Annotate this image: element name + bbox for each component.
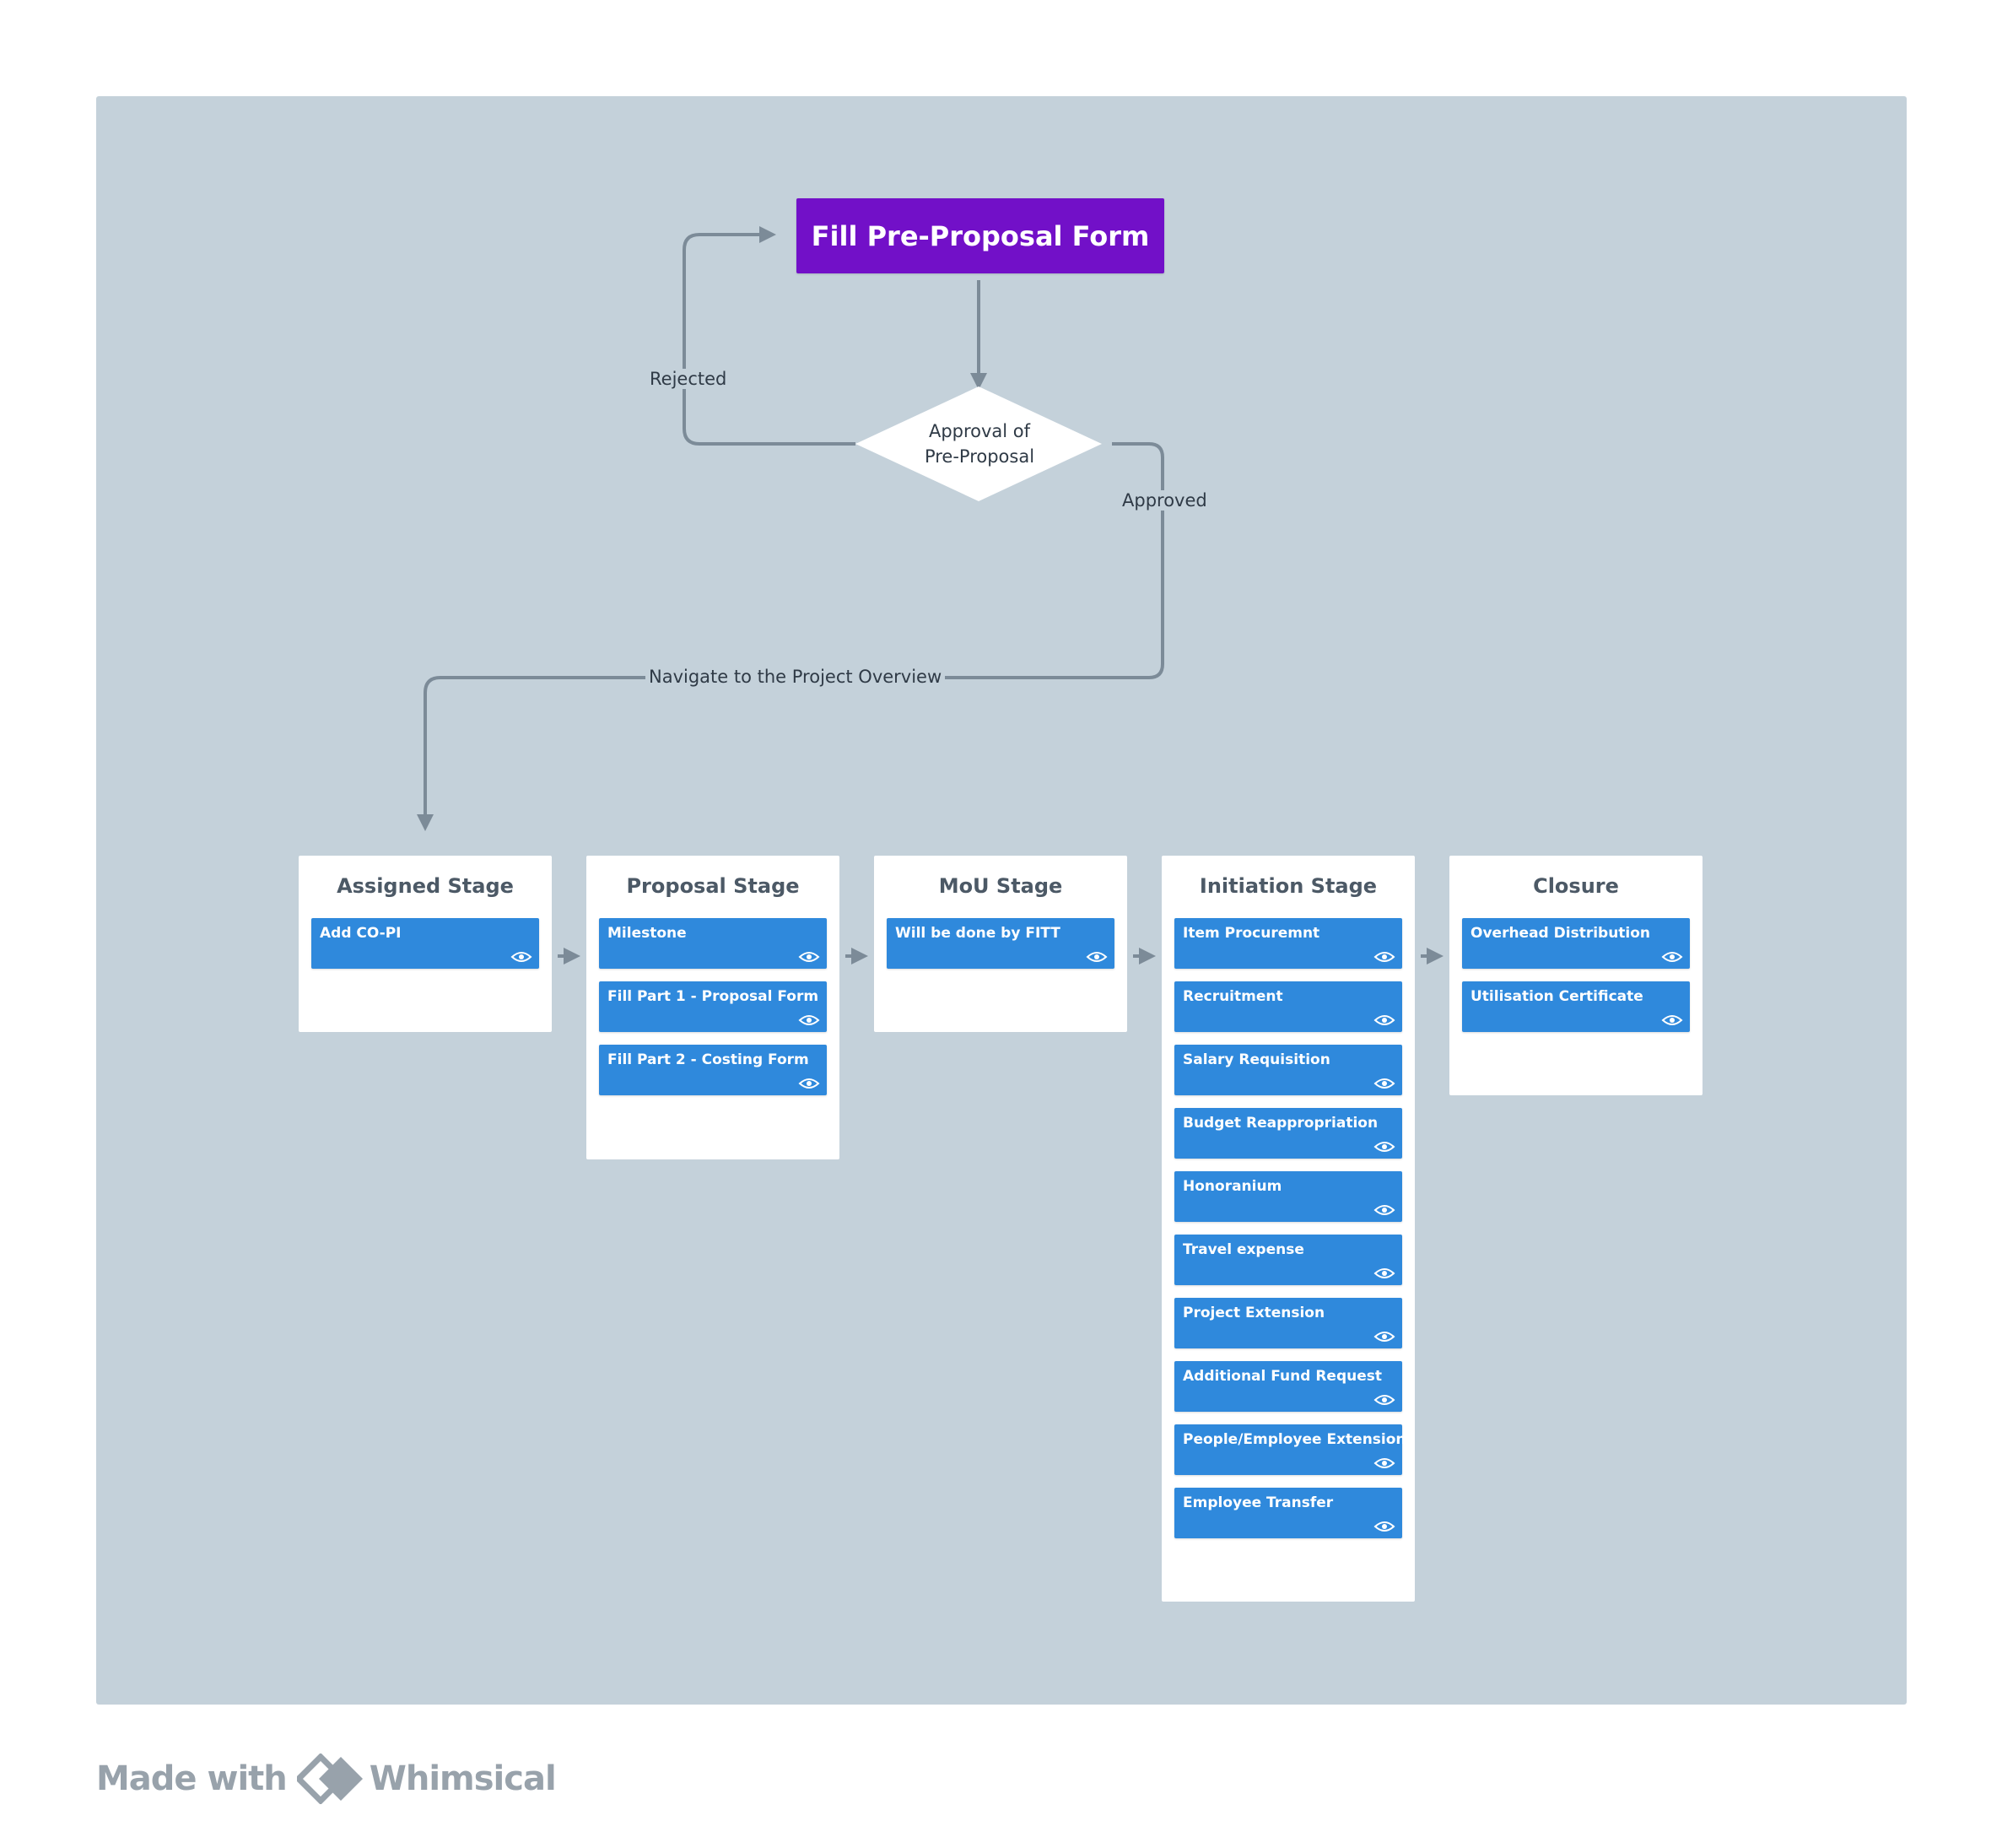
stage-title: Closure — [1533, 874, 1619, 898]
card-budget-reappropriation[interactable]: Budget Reappropriation — [1174, 1108, 1402, 1159]
decision-line-1: Approval of — [928, 421, 1031, 441]
start-node-label: Fill Pre-Proposal Form — [811, 219, 1150, 252]
card-label: Fill Part 2 - Costing Form — [607, 1051, 809, 1068]
card-label: Recruitment — [1183, 988, 1283, 1005]
card-label: Budget Reappropriation — [1183, 1115, 1379, 1132]
eye-icon[interactable] — [798, 1013, 820, 1027]
card-employee-transfer[interactable]: Employee Transfer — [1174, 1488, 1402, 1538]
stage-title: MoU Stage — [938, 874, 1063, 898]
eye-icon[interactable] — [1086, 950, 1108, 964]
eye-icon[interactable] — [798, 1077, 820, 1090]
eye-icon[interactable] — [1373, 1456, 1395, 1470]
card-recruitment[interactable]: Recruitment — [1174, 981, 1402, 1032]
card-label: Utilisation Certificate — [1470, 988, 1643, 1005]
edge-label-navigate: Navigate to the Project Overview — [645, 667, 946, 687]
card-label: Add CO-PI — [320, 925, 402, 942]
stage-closure: Closure Overhead Distribution Utilisatio… — [1449, 856, 1703, 1095]
stage-title: Assigned Stage — [337, 874, 514, 898]
card-label: Milestone — [607, 925, 687, 942]
footer-made-with: Made with — [96, 1759, 288, 1798]
whimsical-logo-icon — [296, 1753, 363, 1804]
edge-label-approved: Approved — [1119, 490, 1211, 511]
eye-icon[interactable] — [798, 950, 820, 964]
eye-icon[interactable] — [1373, 1077, 1395, 1090]
card-item-procurement[interactable]: Item Procuremnt — [1174, 918, 1402, 969]
stage-mou: MoU Stage Will be done by FITT — [874, 856, 1127, 1032]
card-fill-part-2[interactable]: Fill Part 2 - Costing Form — [599, 1045, 827, 1095]
card-people-employee-extension[interactable]: People/Employee Extension — [1174, 1424, 1406, 1475]
card-label: Overhead Distribution — [1470, 925, 1651, 942]
eye-icon[interactable] — [1373, 1013, 1395, 1027]
card-label: Project Extension — [1183, 1305, 1325, 1321]
eye-icon[interactable] — [1661, 950, 1683, 964]
stage-initiation: Initiation Stage Item Procuremnt Recruit… — [1162, 856, 1415, 1602]
card-label: Item Procuremnt — [1183, 925, 1320, 942]
card-label: Honoranium — [1183, 1178, 1282, 1195]
footer-brand: Whimsical — [369, 1759, 557, 1798]
footer-made-with-whimsical[interactable]: Made with Whimsical — [96, 1753, 557, 1804]
stage-title: Initiation Stage — [1199, 874, 1378, 898]
eye-icon[interactable] — [510, 950, 532, 964]
eye-icon[interactable] — [1661, 1013, 1683, 1027]
card-additional-fund-request[interactable]: Additional Fund Request — [1174, 1361, 1402, 1412]
card-label: Travel expense — [1183, 1241, 1304, 1258]
card-label: Will be done by FITT — [895, 925, 1060, 942]
card-project-extension[interactable]: Project Extension — [1174, 1298, 1402, 1348]
start-node-fill-pre-proposal-form[interactable]: Fill Pre-Proposal Form — [796, 198, 1164, 273]
stage-title: Proposal Stage — [626, 874, 800, 898]
card-label: Additional Fund Request — [1183, 1368, 1382, 1385]
card-travel-expense[interactable]: Travel expense — [1174, 1235, 1402, 1285]
eye-icon[interactable] — [1373, 950, 1395, 964]
eye-icon[interactable] — [1373, 1520, 1395, 1533]
eye-icon[interactable] — [1373, 1140, 1395, 1154]
eye-icon[interactable] — [1373, 1267, 1395, 1280]
card-label: Salary Requisition — [1183, 1051, 1330, 1068]
card-overhead-distribution[interactable]: Overhead Distribution — [1462, 918, 1690, 969]
stage-proposal: Proposal Stage Milestone Fill Part 1 - P… — [586, 856, 839, 1159]
decision-node-label: Approval of Pre-Proposal — [878, 419, 1081, 473]
card-utilisation-certificate[interactable]: Utilisation Certificate — [1462, 981, 1690, 1032]
card-milestone[interactable]: Milestone — [599, 918, 827, 969]
card-fill-part-1[interactable]: Fill Part 1 - Proposal Form — [599, 981, 827, 1032]
card-label: Fill Part 1 - Proposal Form — [607, 988, 819, 1005]
card-will-be-done-by-fitt[interactable]: Will be done by FITT — [887, 918, 1114, 969]
card-add-co-pi[interactable]: Add CO-PI — [311, 918, 539, 969]
edge-label-rejected: Rejected — [646, 369, 731, 389]
eye-icon[interactable] — [1373, 1393, 1395, 1407]
decision-line-2: Pre-Proposal — [924, 446, 1035, 467]
card-label: People/Employee Extension — [1183, 1431, 1406, 1448]
stage-assigned: Assigned Stage Add CO-PI — [299, 856, 552, 1032]
card-salary-requisition[interactable]: Salary Requisition — [1174, 1045, 1402, 1095]
eye-icon[interactable] — [1373, 1330, 1395, 1343]
eye-icon[interactable] — [1373, 1203, 1395, 1217]
card-honoranium[interactable]: Honoranium — [1174, 1171, 1402, 1222]
card-label: Employee Transfer — [1183, 1494, 1334, 1511]
